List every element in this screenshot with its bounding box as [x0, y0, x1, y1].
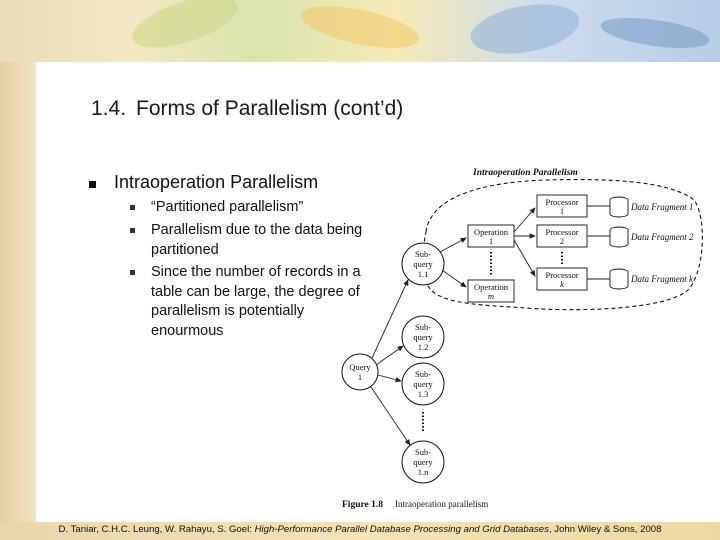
processor-label: 1 — [560, 206, 564, 216]
subquery-label: 1.1 — [418, 269, 429, 279]
decorative-left-band — [0, 62, 36, 522]
edge-arrow — [441, 269, 467, 288]
operation-box — [467, 279, 515, 303]
leaf-decoration-icon — [297, 0, 423, 57]
subquery-label: Sub- — [415, 322, 431, 332]
subquery-node — [401, 362, 445, 406]
operation-label: m — [488, 291, 494, 301]
edge-arrow — [513, 239, 536, 277]
footer-publisher: , John Wiley & Sons, 2008 — [548, 524, 662, 535]
database-cylinder-icon — [609, 196, 629, 218]
subquery-label: Sub- — [415, 249, 431, 259]
footer-citation: D. Taniar, C.H.C. Leung, W. Rahayu, S. G… — [0, 524, 720, 535]
diagram-heading: Intraoperation Parallelism — [472, 168, 578, 178]
operation-label: 1 — [489, 236, 493, 246]
subquery-label: Sub- — [415, 447, 431, 457]
processor-label: k — [560, 279, 564, 289]
subquery-label: query — [413, 379, 433, 389]
data-fragment-label: Data Fragment k — [630, 274, 694, 284]
edge-arrow — [371, 279, 409, 359]
sub-bullet-text: “Partitioned parallelism” — [151, 199, 304, 215]
decorative-banner — [0, 0, 720, 62]
subquery-label: query — [413, 332, 433, 342]
operation-label: Operation — [474, 227, 509, 237]
processor-label: Processor — [545, 227, 578, 237]
subquery-node — [401, 315, 445, 359]
subquery-label: 1.2 — [418, 342, 429, 352]
sub-bullet-square-icon — [130, 228, 135, 233]
subquery-label: Sub- — [415, 369, 431, 379]
data-fragment-label: Data Fragment 1 — [630, 202, 694, 212]
subquery-label: query — [413, 457, 433, 467]
title-number: 1.4. — [91, 97, 127, 120]
subquery-label: 1.n — [418, 467, 429, 477]
intraoperation-diagram: Intraoperation Parallelism Query 1 Sub- … — [341, 168, 703, 510]
subquery-label: 1.3 — [418, 389, 429, 399]
query-node — [341, 353, 379, 391]
bullet-square-icon — [89, 181, 96, 188]
data-fragment-label: Data Fragment 2 — [630, 232, 694, 242]
edge-arrow — [375, 345, 404, 366]
subquery-label: query — [413, 259, 433, 269]
sub-bullet-square-icon — [130, 270, 135, 275]
dashed-group-outline — [422, 178, 703, 311]
title-text: Forms of Parallelism (cont’d) — [136, 97, 404, 120]
leaf-decoration-icon — [126, 0, 244, 59]
edge-arrow — [439, 237, 467, 253]
edge-arrow — [370, 386, 411, 446]
database-cylinder-icon — [609, 226, 629, 248]
subquery-node — [401, 242, 445, 286]
edge-arrow — [377, 374, 402, 383]
figure-caption-text: Intraoperation parallelism — [395, 499, 488, 509]
processor-label: Processor — [545, 197, 578, 207]
content-area — [36, 62, 720, 522]
processor-label: Processor — [545, 270, 578, 280]
leaf-decoration-icon — [598, 12, 712, 54]
sub-bullet-text: Since the number of records in a table c… — [151, 264, 361, 339]
operation-label: Operation — [474, 282, 509, 292]
footer-book-title: High-Performance Parallel Database Proce… — [254, 524, 549, 535]
edge-arrow — [513, 207, 536, 233]
database-cylinder-icon — [609, 268, 629, 290]
sub-bullet-text: Parallelism due to the data being partit… — [151, 222, 363, 258]
leaf-decoration-icon — [466, 0, 584, 62]
query-label: 1 — [358, 372, 362, 382]
figure-caption-label: Figure 1.8 — [342, 500, 383, 510]
processor-label: 2 — [560, 236, 564, 246]
sub-bullet-square-icon — [130, 205, 135, 210]
slide-title: 1.4. Forms of Parallelism (cont’d) — [91, 97, 403, 121]
footer-band: D. Taniar, C.H.C. Leung, W. Rahayu, S. G… — [0, 522, 720, 540]
footer-authors: D. Taniar, C.H.C. Leung, W. Rahayu, S. G… — [58, 524, 252, 535]
bullet-heading: Intraoperation Parallelism — [114, 172, 319, 192]
query-label: Query — [349, 362, 371, 372]
subquery-node — [401, 440, 445, 484]
